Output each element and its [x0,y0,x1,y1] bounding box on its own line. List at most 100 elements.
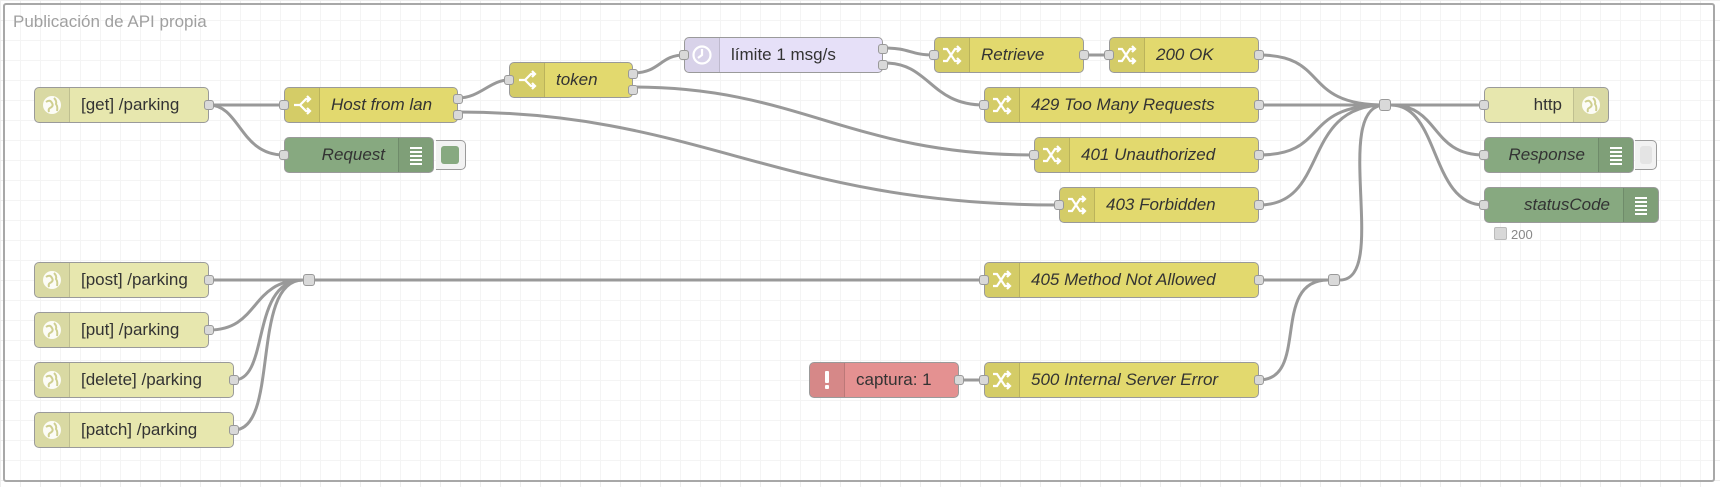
wire [1258,53,1386,107]
output-port-1[interactable] [878,44,888,54]
wire [1390,103,1485,207]
node-label: Host from lan [331,95,433,114]
input-port[interactable] [1054,200,1064,210]
debug-toggle-button[interactable] [436,140,466,170]
input-port[interactable] [679,50,689,60]
status-dot-icon [1494,227,1507,240]
output-port-2[interactable] [628,85,638,95]
debug-status-code-node[interactable]: statusCode [1479,187,1659,223]
timer-icon [685,38,720,72]
node-label: Response [1508,145,1585,164]
node-label: 429 Too Many Requests [1031,95,1215,114]
change-200-ok-node[interactable]: 200 OK [1104,37,1264,73]
toggle-knob [441,146,459,164]
wire [1339,103,1386,282]
input-port[interactable] [1479,200,1489,210]
change-403-node[interactable]: 403 Forbidden [1054,187,1264,223]
switch-token-node[interactable]: token [504,62,638,98]
output-port[interactable] [1079,50,1089,60]
output-port[interactable] [1254,50,1264,60]
globe-icon [35,363,70,397]
output-port[interactable] [204,325,214,335]
change-retrieve-node[interactable]: Retrieve [929,37,1089,73]
globe-icon [35,313,70,347]
output-port-1[interactable] [453,94,463,104]
wire [632,53,685,75]
wire [457,110,1060,207]
wire [208,278,304,332]
alert-icon [810,363,845,397]
input-port[interactable] [979,100,989,110]
node-label: token [556,70,598,89]
input-port[interactable] [1479,100,1489,110]
wire [233,278,304,432]
debug-response-node[interactable]: Response [1479,137,1657,173]
output-port[interactable] [204,275,214,285]
change-405-node[interactable]: 405 Method Not Allowed [979,262,1264,298]
globe-icon [35,88,70,122]
http-in-post-node[interactable]: [post] /parking [34,262,214,298]
node-label: 200 OK [1156,45,1214,64]
shuffle-icon [985,263,1020,297]
output-port[interactable] [204,100,214,110]
wire-junction[interactable] [1328,274,1340,286]
wire [1390,103,1485,157]
node-label: http [1533,95,1562,114]
change-429-node[interactable]: 429 Too Many Requests [979,87,1264,123]
output-port-2[interactable] [878,60,888,70]
flow-group[interactable]: Publicación de API propia [3,3,1715,482]
wire [1258,278,1329,382]
wire-junction[interactable] [303,274,315,286]
wire [884,61,985,107]
input-port[interactable] [929,50,939,60]
output-port[interactable] [1254,375,1264,385]
input-port[interactable] [1104,50,1114,60]
group-label: Publicación de API propia [13,12,207,31]
catch-node[interactable]: captura: 1 [809,362,964,398]
output-port[interactable] [1254,100,1264,110]
switch-host-from-lan-node[interactable]: Host from lan [279,87,463,123]
change-401-node[interactable]: 401 Unauthorized [1029,137,1264,173]
change-500-node[interactable]: 500 Internal Server Error [979,362,1264,398]
node-label: statusCode [1524,195,1610,214]
debug-request-node[interactable]: Request [279,137,466,173]
output-port-1[interactable] [628,69,638,79]
node-label: [get] /parking [81,95,180,114]
globe-icon [1573,88,1608,122]
http-in-delete-node[interactable]: [delete] /parking [34,362,239,398]
output-port[interactable] [229,375,239,385]
globe-icon [35,413,70,447]
output-port[interactable] [229,425,239,435]
shuffle-icon [1035,138,1070,172]
wire [884,46,935,57]
input-port[interactable] [279,150,289,160]
node-label: 405 Method Not Allowed [1031,270,1216,289]
output-port[interactable] [1254,200,1264,210]
output-port-2[interactable] [453,110,463,120]
debug-toggle-button[interactable] [1635,140,1657,170]
input-port[interactable] [279,100,289,110]
input-port[interactable] [504,75,514,85]
globe-icon [35,263,70,297]
delay-limit-node[interactable]: límite 1 msg/s [679,37,888,73]
shuffle-icon [985,88,1020,122]
input-port[interactable] [1479,150,1489,160]
input-port[interactable] [1029,150,1039,160]
input-port[interactable] [979,275,989,285]
http-response-node[interactable]: http [1479,87,1609,123]
wire [1258,103,1386,207]
node-label: [post] /parking [81,270,188,289]
shuffle-icon [1060,188,1095,222]
input-port[interactable] [979,375,989,385]
node-label: Request [321,145,385,164]
output-port[interactable] [1254,150,1264,160]
node-label: [put] /parking [81,320,180,339]
http-in-patch-node[interactable]: [patch] /parking [34,412,239,448]
output-port[interactable] [1254,275,1264,285]
wire [208,103,285,157]
wire-junction[interactable] [1379,99,1391,111]
http-in-get-node[interactable]: [get] /parking [34,87,214,123]
output-port[interactable] [954,375,964,385]
http-in-put-node[interactable]: [put] /parking [34,312,214,348]
